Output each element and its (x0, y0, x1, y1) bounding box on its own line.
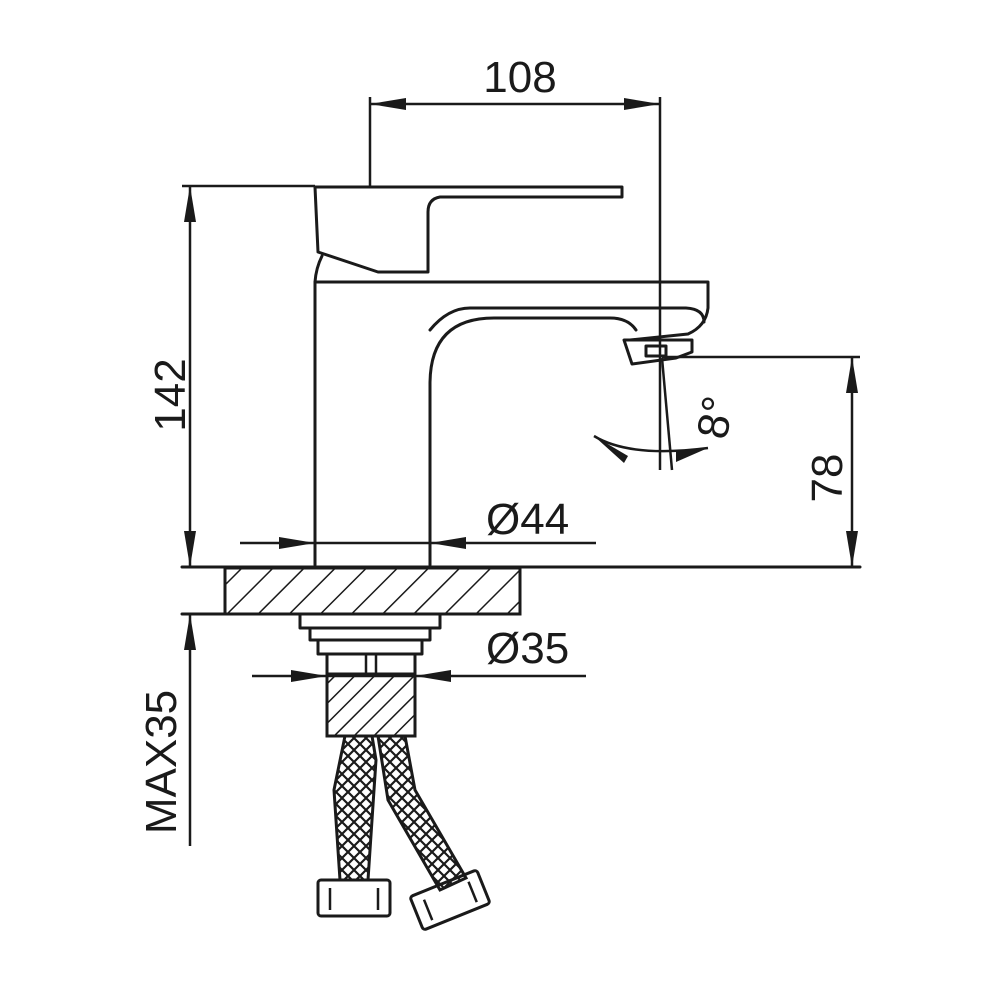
dimension-label-142: 142 (146, 358, 195, 431)
hose-right (376, 734, 469, 892)
dimension-label-max35: MAX35 (137, 690, 186, 834)
dimension-spout-reach: 108 (368, 53, 662, 470)
dimension-label-78: 78 (803, 454, 852, 503)
mounting-nut (325, 672, 417, 738)
hose-fitting-left (316, 878, 392, 918)
dimension-label-angle: 8° (688, 393, 744, 443)
spout-underside (428, 316, 638, 567)
spout-lip (428, 306, 706, 332)
dimension-label-d44: Ø44 (486, 495, 569, 544)
dimension-label-d35: Ø35 (486, 624, 569, 673)
aerator (622, 338, 694, 366)
countertop-hatch (223, 566, 522, 616)
countertop-section (180, 565, 862, 616)
dimension-thread-diameter: Ø35 (252, 624, 586, 682)
dimension-label-108: 108 (483, 53, 556, 102)
faucet-body (313, 185, 710, 567)
hose-fitting-right (409, 869, 491, 931)
mounting-assembly (298, 612, 491, 931)
handle-lever (313, 185, 624, 274)
dimension-base-diameter: Ø44 (240, 495, 596, 549)
threaded-shank (325, 652, 417, 676)
handle-neck (313, 254, 324, 284)
hose-left (332, 734, 378, 882)
dimension-max-deck-thickness: MAX35 (137, 614, 196, 846)
aerator-slot (644, 344, 668, 358)
dimension-spout-height: 78 (662, 355, 860, 567)
dimension-aerator-angle: 8° (593, 357, 744, 471)
dimension-total-height: 142 (146, 184, 315, 567)
